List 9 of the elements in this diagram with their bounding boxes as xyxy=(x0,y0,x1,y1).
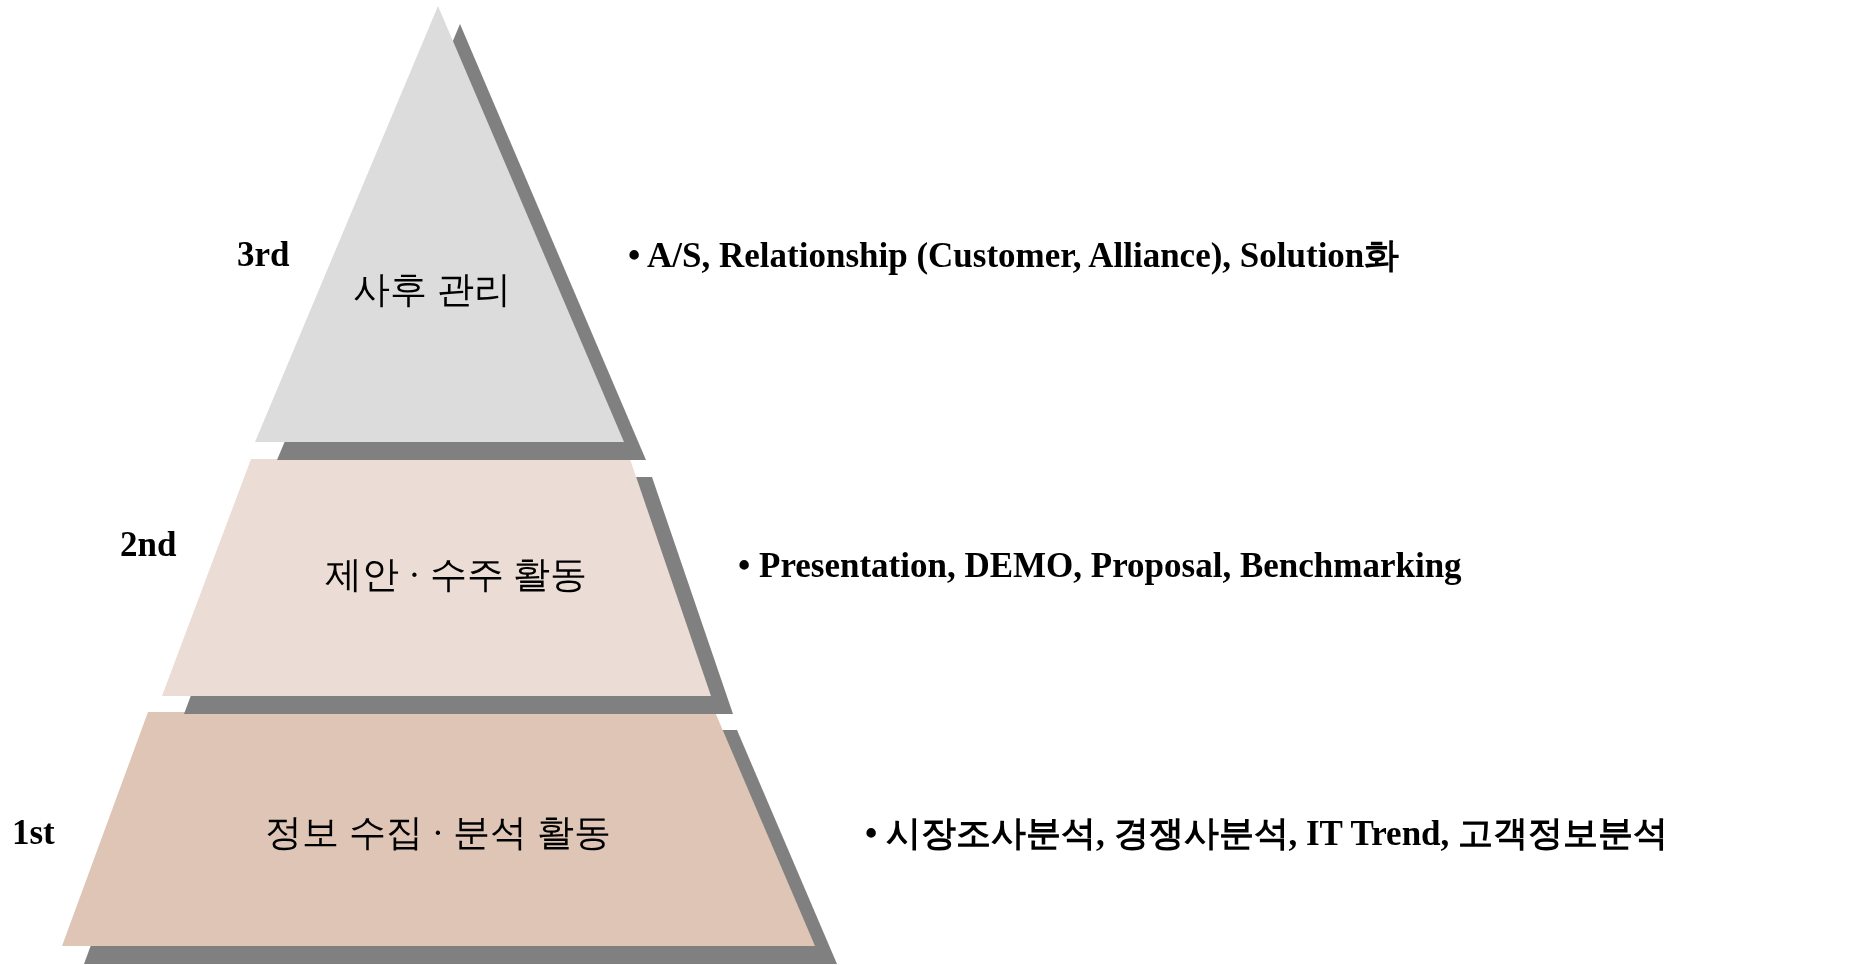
tier-label: 사후 관리 xyxy=(353,268,511,312)
tier-label: 정보 수집 · 분석 활동 xyxy=(265,811,611,855)
bullet-text: • Presentation, DEMO, Proposal, Benchmarking xyxy=(738,546,1462,586)
level-label: 2nd xyxy=(120,525,177,565)
bullet-text: • 시장조사분석, 경쟁사분석, IT Trend, 고객정보분석 xyxy=(865,812,1669,855)
tier-label: 제안 · 수주 활동 xyxy=(324,553,588,597)
level-label: 1st xyxy=(12,813,55,853)
bullet-text: • A/S, Relationship (Customer, Alliance), Solution화 xyxy=(628,234,1400,277)
level-label: 3rd xyxy=(237,235,290,275)
